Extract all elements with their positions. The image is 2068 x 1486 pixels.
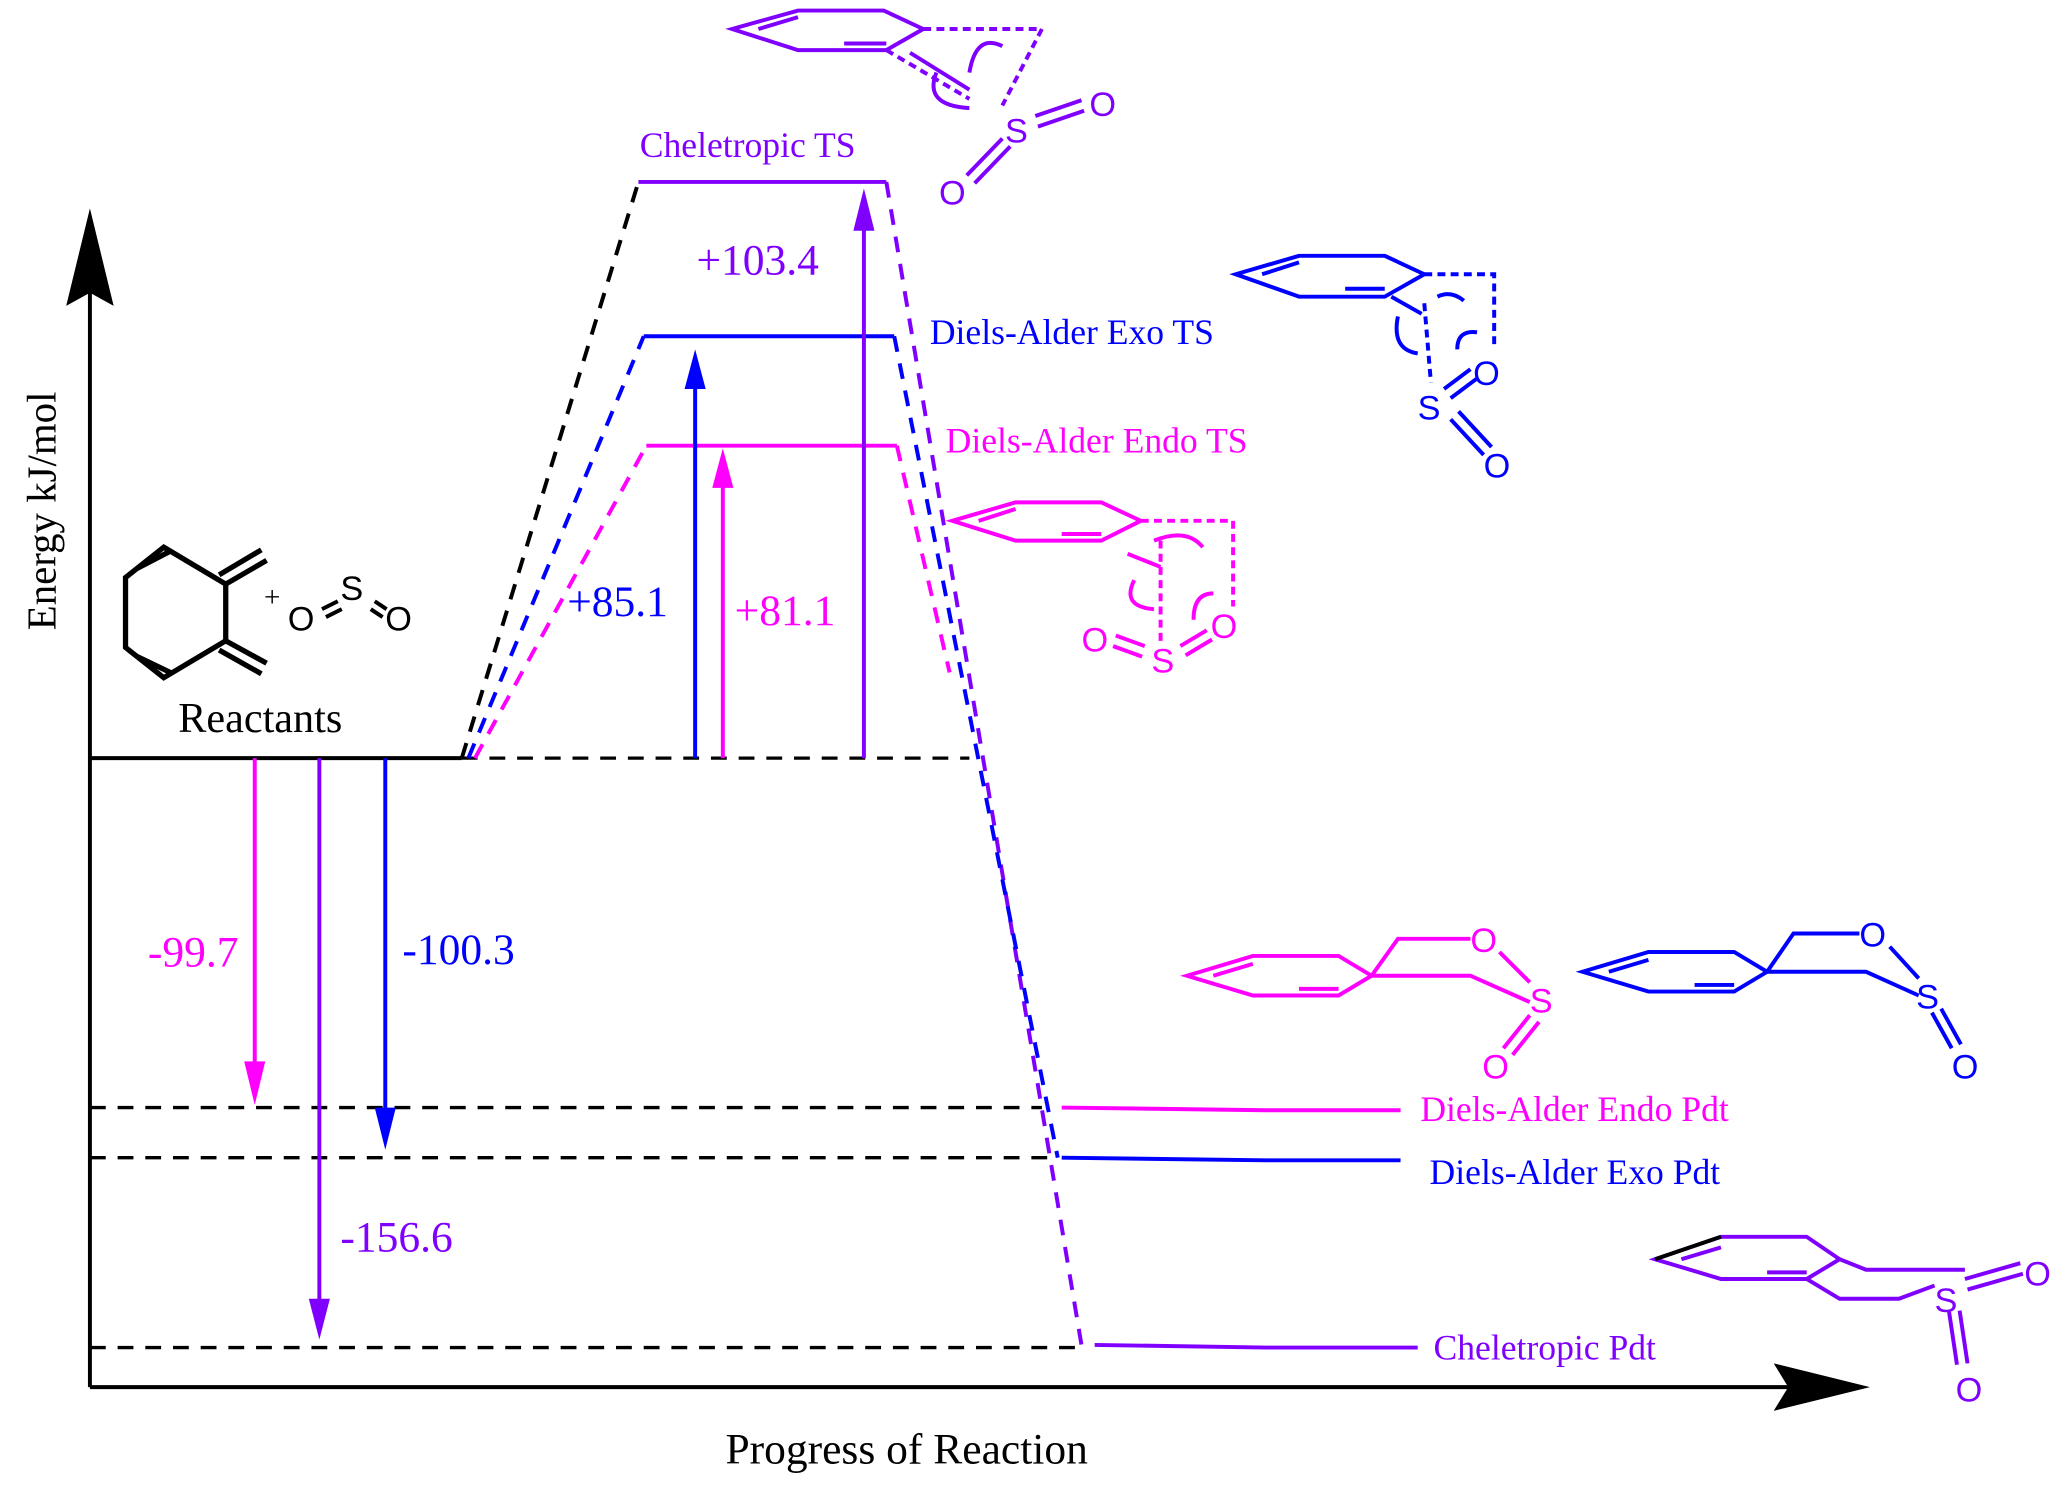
exo-ts-structure xyxy=(1229,253,1497,457)
atom-o: O xyxy=(1859,917,1886,955)
y-axis-arrow-icon xyxy=(66,208,114,306)
atom-o: O xyxy=(939,174,966,212)
atom-s: S xyxy=(1151,642,1174,680)
x-axis xyxy=(89,1363,1870,1411)
exo-pdt-energy: -100.3 xyxy=(402,926,514,974)
cheletropic-pdt-energy: -156.6 xyxy=(340,1213,452,1261)
atom-o: O xyxy=(1473,355,1500,393)
cheletropic-ts-label: Cheletropic TS xyxy=(640,125,856,165)
endo-ts-energy: +81.1 xyxy=(735,587,836,635)
endo-pdt-structure xyxy=(1180,936,1541,1057)
atom-o: O xyxy=(1956,1372,1983,1410)
exo-pdt-structure xyxy=(1575,931,1963,1050)
exo-pdt-level xyxy=(1061,1155,1401,1163)
cheletropic-pdt-structure xyxy=(1648,1234,2024,1365)
atom-s: S xyxy=(1005,112,1028,150)
reactant-structure xyxy=(122,543,268,681)
endo-ts-label: Diels-Alder Endo TS xyxy=(946,420,1248,460)
atom-o: O xyxy=(288,600,315,638)
reactants-label: Reactants xyxy=(178,695,342,742)
cheletropic-path xyxy=(89,179,1418,1350)
atom-o: O xyxy=(1211,608,1238,646)
plus-sign: + xyxy=(264,582,280,614)
cheletropic-ts-structure xyxy=(725,8,1085,185)
cheletropic-pdt-level xyxy=(1094,1342,1418,1350)
atom-s: S xyxy=(1916,979,1939,1017)
atom-o: O xyxy=(1470,922,1497,960)
atom-s: S xyxy=(340,570,363,608)
endo-ts-structure xyxy=(945,500,1236,659)
x-axis-label: Progress of Reaction xyxy=(725,1426,1088,1474)
exo-path xyxy=(89,334,1401,1163)
atom-o: O xyxy=(385,600,412,638)
x-axis-arrow-icon xyxy=(1773,1363,1870,1411)
exo-ts-energy: +85.1 xyxy=(567,578,668,626)
y-axis xyxy=(66,208,114,1388)
atom-o: O xyxy=(1482,1049,1509,1087)
endo-pdt-label: Diels-Alder Endo Pdt xyxy=(1420,1089,1729,1129)
cheletropic-pdt-label: Cheletropic Pdt xyxy=(1434,1327,1657,1367)
y-axis-label: Energy kJ/mol xyxy=(20,392,65,631)
atom-s: S xyxy=(1530,983,1553,1021)
atom-o: O xyxy=(1081,621,1108,659)
energy-arrows xyxy=(244,188,875,1340)
endo-path xyxy=(89,443,1401,1113)
atom-o: O xyxy=(1484,447,1511,485)
endo-pdt-energy: -99.7 xyxy=(148,928,239,976)
atom-o: O xyxy=(1952,1049,1979,1087)
endo-pdt-level xyxy=(1061,1105,1401,1113)
cheletropic-ts-energy: +103.4 xyxy=(696,236,819,284)
exo-ts-label: Diels-Alder Exo TS xyxy=(930,312,1214,352)
atom-s: S xyxy=(1935,1282,1958,1320)
exo-pdt-label: Diels-Alder Exo Pdt xyxy=(1430,1152,1721,1192)
atom-s: S xyxy=(1418,389,1441,427)
so2-bonds xyxy=(321,599,388,619)
atom-o: O xyxy=(2024,1256,2051,1294)
atom-o: O xyxy=(1089,86,1116,124)
